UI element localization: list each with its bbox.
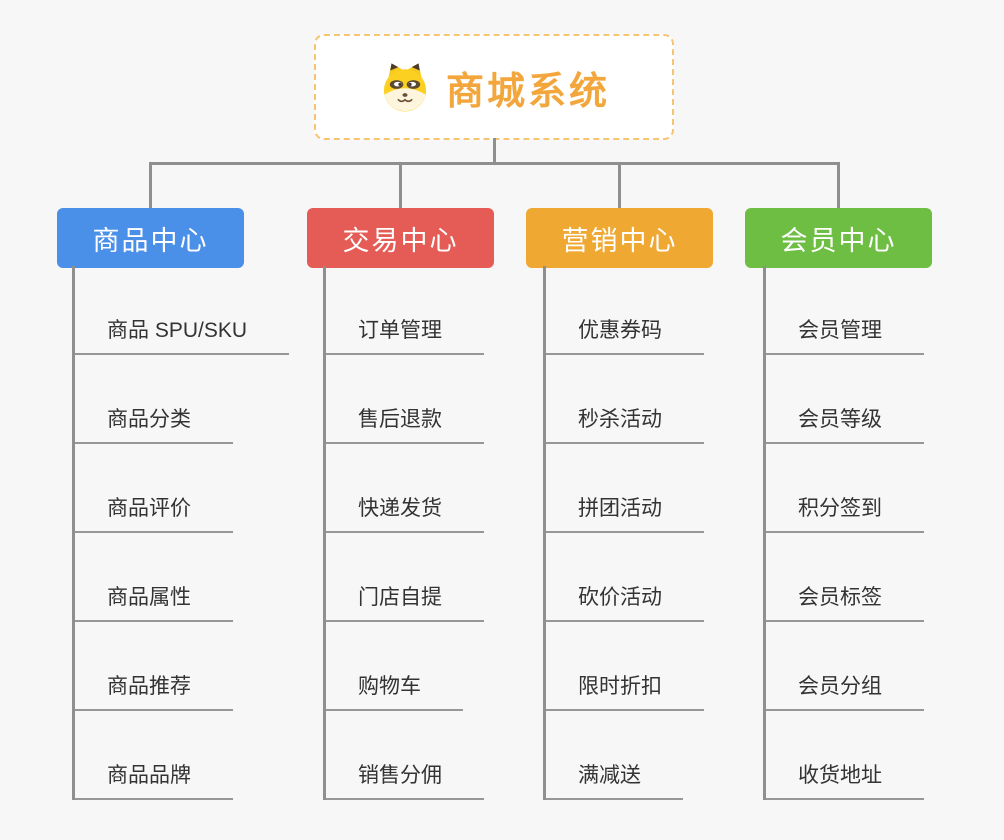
leaf-node[interactable]: 满减送 [546,711,683,800]
leaf-label: 优惠券码 [578,319,662,342]
leaf-node[interactable]: 会员管理 [766,266,924,355]
leaf-label: 满减送 [578,764,641,787]
root-node[interactable]: 商城系统 [314,34,674,140]
leaf-label: 会员标签 [798,586,882,609]
leaf-node[interactable]: 会员标签 [766,533,924,622]
connector-root-trunk [493,138,496,164]
leaf-node[interactable]: 会员分组 [766,622,924,711]
connector-main-rail [149,162,840,165]
connector-drop-members [837,164,840,210]
leaf-node[interactable]: 积分签到 [766,444,924,533]
leaf-node[interactable]: 商品 SPU/SKU [75,266,290,355]
leaf-node[interactable]: 砍价活动 [546,533,704,622]
leaf-label: 会员等级 [798,408,882,431]
dog-face-icon [383,63,427,112]
branch-node-members[interactable]: 会员中心 [745,208,932,268]
leaf-label: 快递发货 [358,497,442,520]
leaf-node[interactable]: 优惠券码 [546,266,704,355]
branch-label: 营销中心 [561,225,678,256]
leaf-label: 门店自提 [358,586,442,609]
leaf-node[interactable]: 购物车 [326,622,463,711]
leaf-node[interactable]: 收货地址 [766,711,924,800]
leaf-node[interactable]: 秒杀活动 [546,355,704,444]
leaf-node[interactable]: 商品评价 [75,444,233,533]
leaf-label: 会员管理 [798,319,882,342]
leaf-column-trade: 订单管理售后退款快递发货门店自提购物车销售分佣 [323,266,484,800]
branch-node-products[interactable]: 商品中心 [57,208,244,268]
leaf-column-members: 会员管理会员等级积分签到会员标签会员分组收货地址 [763,266,924,800]
root-title: 商城系统 [445,70,610,113]
leaf-node[interactable]: 快递发货 [326,444,484,533]
connector-drop-products [149,164,152,210]
leaf-label: 商品分类 [107,408,191,431]
leaf-node[interactable]: 商品属性 [75,533,233,622]
leaf-label: 购物车 [358,675,421,698]
leaf-node[interactable]: 商品推荐 [75,622,233,711]
leaf-column-marketing: 优惠券码秒杀活动拼团活动砍价活动限时折扣满减送 [543,266,704,800]
leaf-node[interactable]: 商品品牌 [75,711,233,800]
leaf-label: 商品 SPU/SKU [107,319,248,342]
connector-drop-marketing [618,164,621,210]
leaf-node[interactable]: 门店自提 [326,533,484,622]
branch-label: 交易中心 [342,225,459,256]
branch-node-trade[interactable]: 交易中心 [307,208,494,268]
leaf-node[interactable]: 拼团活动 [546,444,704,533]
branch-label: 会员中心 [780,225,897,256]
leaf-label: 商品属性 [107,586,191,609]
leaf-node[interactable]: 限时折扣 [546,622,704,711]
leaf-label: 限时折扣 [578,675,662,698]
leaf-column-products: 商品 SPU/SKU 商品分类商品评价商品属性商品推荐商品品牌 [72,266,290,800]
leaf-node[interactable]: 商品分类 [75,355,233,444]
leaf-label: 销售分佣 [358,764,442,787]
leaf-node[interactable]: 订单管理 [326,266,484,355]
leaf-label: 砍价活动 [578,586,662,609]
branch-node-marketing[interactable]: 营销中心 [526,208,713,268]
leaf-label: 商品品牌 [107,764,191,787]
connector-drop-trade [399,164,402,210]
leaf-label: 秒杀活动 [578,408,662,431]
leaf-label: 会员分组 [798,675,882,698]
leaf-node[interactable]: 销售分佣 [326,711,484,800]
leaf-label: 积分签到 [798,497,882,520]
branch-label: 商品中心 [92,225,209,256]
leaf-label: 售后退款 [358,408,442,431]
leaf-label: 订单管理 [358,319,442,342]
leaf-node[interactable]: 售后退款 [326,355,484,444]
leaf-label: 拼团活动 [578,497,662,520]
leaf-label: 收货地址 [798,764,882,787]
leaf-label: 商品推荐 [107,675,191,698]
leaf-label: 商品评价 [107,497,191,520]
leaf-node[interactable]: 会员等级 [766,355,924,444]
